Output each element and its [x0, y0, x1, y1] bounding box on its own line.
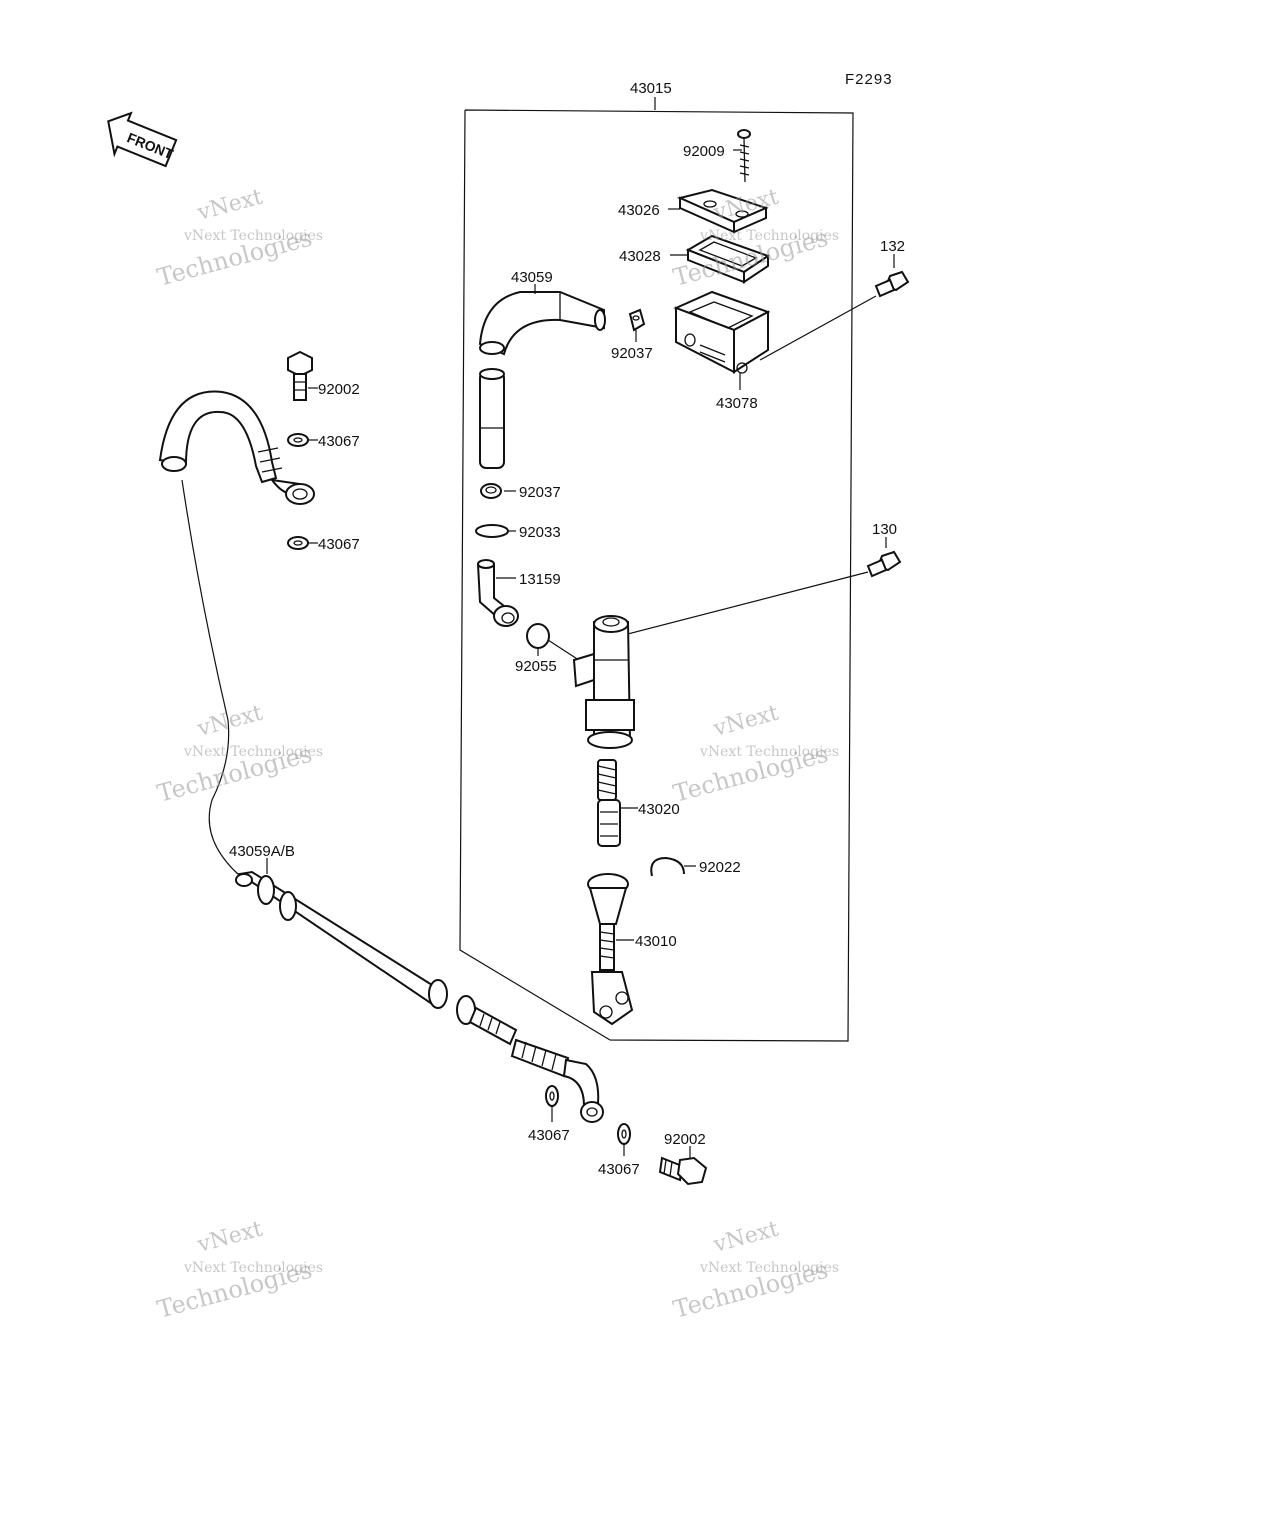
label-43067-d: 43067	[598, 1161, 640, 1178]
label-92033: 92033	[519, 524, 561, 541]
diaphragm-43028	[685, 234, 771, 284]
label-43026: 43026	[618, 202, 660, 219]
label-43015: 43015	[630, 80, 672, 97]
label-132: 132	[880, 238, 905, 255]
washer-43067-c	[545, 1085, 559, 1107]
svg-text:vNext: vNext	[710, 1217, 781, 1259]
leader-43059ab-long	[181, 479, 241, 877]
clamp-92037-upper	[628, 308, 646, 332]
circlip-92033	[475, 524, 509, 538]
label-43010: 43010	[635, 933, 677, 950]
reservoir-hose-straight	[479, 368, 505, 469]
washer-43067-a	[287, 433, 309, 447]
label-43067-b: 43067	[318, 536, 360, 553]
svg-text:vNext: vNext	[194, 1217, 265, 1259]
bolt-132	[874, 270, 910, 298]
svg-text:vNext Technologies: vNext Technologies	[183, 228, 323, 244]
svg-text:vNext Technologies: vNext Technologies	[699, 1260, 839, 1276]
label-92009: 92009	[683, 143, 725, 160]
washer-43067-d	[617, 1123, 631, 1145]
clamp-92037-lower	[480, 483, 502, 499]
banjo-bolt-92002-bottom	[658, 1156, 708, 1186]
watermark-5: vNext vNext Technologies Technologies	[154, 1217, 323, 1324]
label-43078: 43078	[716, 395, 758, 412]
reservoir-hose-43059	[478, 291, 606, 356]
svg-text:vNext Technologies: vNext Technologies	[699, 228, 839, 244]
label-43028: 43028	[619, 248, 661, 265]
label-130: 130	[872, 521, 897, 538]
leader-132	[759, 295, 877, 361]
svg-text:vNext Technologies: vNext Technologies	[183, 744, 323, 760]
label-92055: 92055	[515, 658, 557, 675]
label-92002-bottom: 92002	[664, 1131, 706, 1148]
watermark-3: vNext vNext Technologies Technologies	[154, 701, 323, 808]
bolt-130	[866, 550, 902, 578]
svg-text:vNext: vNext	[194, 185, 265, 227]
label-43059ab: 43059A/B	[229, 843, 295, 860]
circlip-92022	[650, 856, 685, 877]
screw-92009	[737, 129, 751, 183]
brake-hose-lower	[235, 870, 604, 1123]
brake-hose-upper	[158, 390, 315, 505]
fitting-13159	[476, 559, 519, 627]
master-cylinder-body	[572, 615, 635, 749]
watermark-1: vNext vNext Technologies Technologies	[154, 185, 323, 292]
label-92002-top: 92002	[318, 381, 360, 398]
svg-text:vNext Technologies: vNext Technologies	[699, 744, 839, 760]
svg-text:vNext Technologies: vNext Technologies	[183, 1260, 323, 1276]
reservoir-cap-43026	[676, 188, 769, 234]
label-92022: 92022	[699, 859, 741, 876]
watermark-6: vNext vNext Technologies Technologies	[670, 1217, 839, 1324]
label-43020: 43020	[638, 801, 680, 818]
piston-spring-43020	[597, 759, 621, 847]
diagram-code: F2293	[845, 71, 893, 88]
push-rod-43010	[587, 873, 634, 1026]
label-13159: 13159	[519, 571, 561, 588]
leader-130	[619, 571, 869, 637]
label-92037-a: 92037	[611, 345, 653, 362]
banjo-bolt-92002-top	[287, 350, 313, 401]
o-ring-92055	[526, 623, 550, 649]
label-43067-a: 43067	[318, 433, 360, 450]
washer-43067-b	[287, 536, 309, 550]
reservoir-body-43078	[673, 290, 771, 374]
svg-text:vNext: vNext	[710, 701, 781, 743]
label-92037-b: 92037	[519, 484, 561, 501]
label-43059-hose: 43059	[511, 269, 553, 286]
label-43067-c: 43067	[528, 1127, 570, 1144]
svg-text:vNext: vNext	[194, 701, 265, 743]
front-arrow-icon: FRONT	[107, 111, 178, 168]
watermark-4: vNext vNext Technologies Technologies	[670, 701, 839, 808]
